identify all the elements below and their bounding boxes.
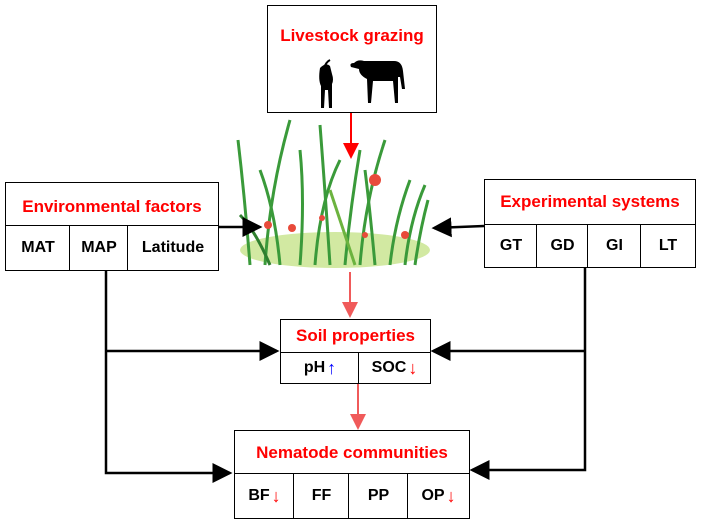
cell-latitude: Latitude [127,225,218,270]
cell-mat: MAT [6,225,70,270]
experimental-systems-box: Experimental systems GT GD GI LT [484,179,696,268]
grass-illustration [236,119,430,268]
nematode-communities-title: Nematode communities [256,443,448,462]
environmental-factors-box: Environmental factors MAT MAP Latitude [5,182,219,271]
cell-soc: SOC↓ [358,352,430,383]
cell-pp: PP [348,473,408,518]
cell-gi: GI [587,224,641,267]
soil-properties-box: Soil properties pH↑ SOC↓ [280,319,431,384]
environmental-factors-title: Environmental factors [22,197,202,216]
arrow-down-icon: ↓ [271,485,281,506]
livestock-title: Livestock grazing [280,26,424,45]
arrow-down-icon: ↓ [408,357,418,378]
cell-gt: GT [485,224,537,267]
nematode-communities-box: Nematode communities BF↓ FF PP OP↓ [234,430,470,519]
livestock-grazing-box: Livestock grazing [267,5,437,113]
ph-label: pH [303,359,326,376]
pp-label: PP [367,487,390,504]
arrow-up-icon: ↑ [327,357,337,378]
arrow-down-icon: ↓ [446,485,456,506]
cell-op: OP↓ [407,473,469,518]
experimental-systems-title: Experimental systems [500,192,680,211]
cell-map: MAP [69,225,128,270]
bf-label: BF [248,487,270,504]
cell-ph: pH↑ [281,352,359,383]
cell-lt: LT [640,224,695,267]
soc-label: SOC [371,359,407,376]
goat-and-cow-icon [319,59,405,108]
cell-gd: GD [536,224,588,267]
cell-ff: FF [293,473,349,518]
op-label: OP [421,487,445,504]
cell-bf: BF↓ [235,473,294,518]
ff-label: FF [311,487,332,504]
soil-properties-title: Soil properties [295,326,416,345]
